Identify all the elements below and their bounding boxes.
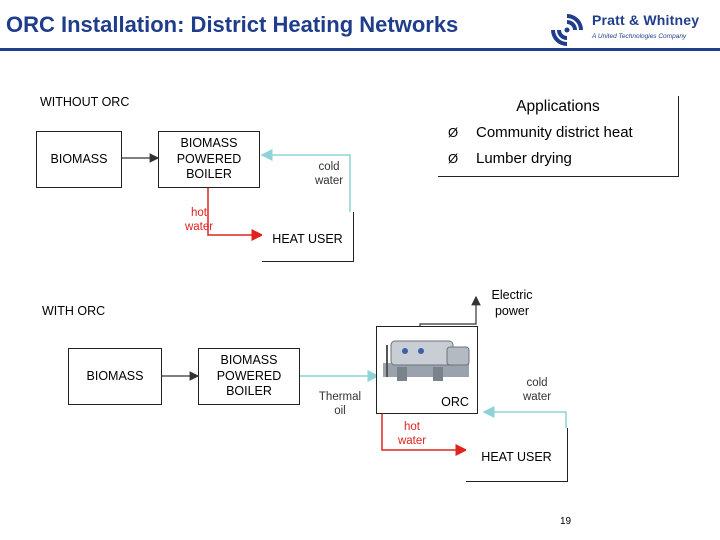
electric-power-line [419, 295, 481, 326]
company-logo: Pratt & Whitney A United Technologies Co… [548, 12, 718, 48]
logo-name: Pratt & Whitney [592, 12, 700, 28]
application-item-label: Community district heat [476, 124, 633, 141]
boiler-box-top: BIOMASS POWERED BOILER [158, 131, 260, 188]
title-divider [0, 48, 720, 51]
application-item-label: Lumber drying [476, 150, 572, 167]
biomass-box-bottom: BIOMASS [68, 348, 162, 405]
applications-title: Applications [516, 98, 600, 115]
electric-power-label: Electric power [491, 288, 533, 318]
hot-water-label-bottom: hot water [397, 421, 427, 448]
biomass-box-top: BIOMASS [36, 131, 122, 188]
cold-water-label-bottom: cold water [522, 377, 552, 404]
thermal-oil-label: Thermal oil [318, 391, 362, 418]
logo-tagline: A United Technologies Company [592, 33, 687, 40]
orc-machine-image [383, 340, 470, 381]
cold-water-line-top [260, 149, 351, 212]
logo-emblem-icon [551, 14, 583, 46]
cold-water-label-top: cold water [314, 161, 344, 188]
application-item: Ø Community district heat [448, 124, 633, 150]
heat-user-box-top: HEAT USER [262, 212, 354, 262]
cold-water-line-bottom [482, 406, 567, 428]
section-label-without-orc: WITHOUT ORC [40, 95, 130, 109]
boiler-box-bottom: BIOMASS POWERED BOILER [198, 348, 300, 405]
section-label-with-orc: WITH ORC [42, 304, 106, 318]
hot-water-label-top: hot water [184, 207, 214, 234]
arrow-bullet-icon: Ø [448, 125, 459, 140]
arrow-bullet-icon: Ø [448, 151, 459, 166]
hot-water-line-top [207, 185, 264, 241]
hot-water-line-bottom [381, 412, 468, 456]
heat-user-box-bottom: HEAT USER [466, 428, 568, 482]
page-title: ORC Installation: District Heating Netwo… [6, 12, 459, 37]
orc-unit-box: ORC [376, 326, 478, 414]
page-number: 19 [560, 516, 572, 527]
applications-box: Applications Ø Community district heat Ø L… [438, 96, 679, 177]
application-item: Ø Lumber drying [448, 150, 633, 176]
orc-label: ORC [441, 395, 469, 409]
applications-list: Ø Community district heat Ø Lumber drying [448, 124, 633, 176]
